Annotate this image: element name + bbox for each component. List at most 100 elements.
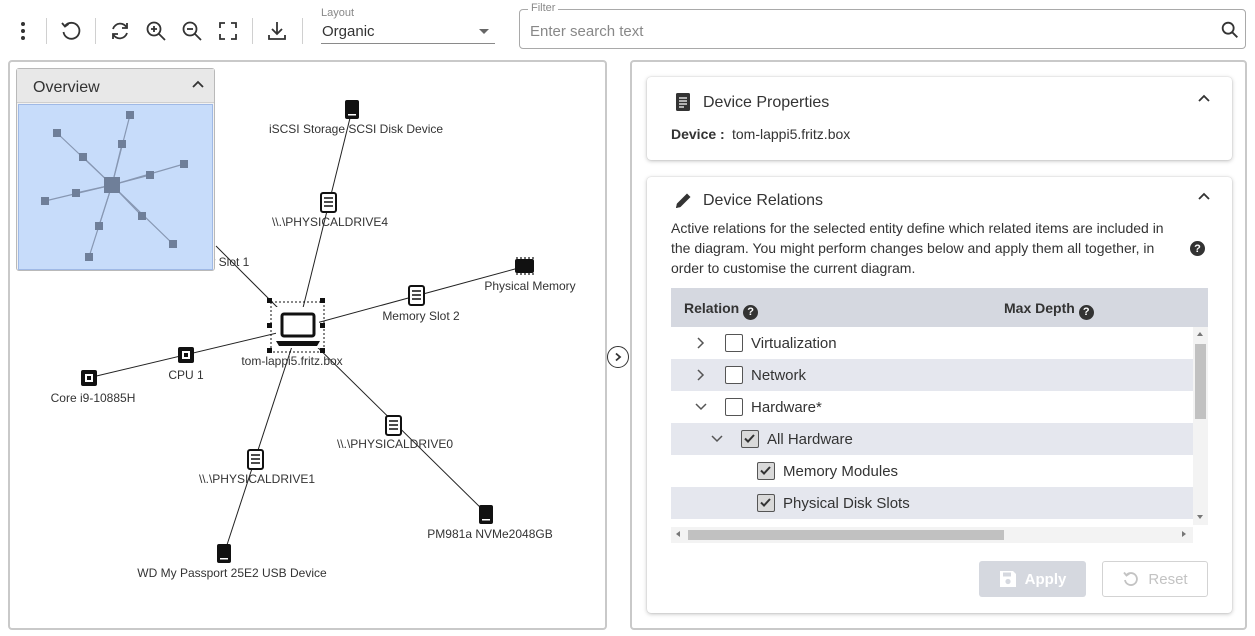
reset-icon xyxy=(1123,571,1139,586)
overview-header[interactable]: Overview xyxy=(17,69,214,103)
node-label-physicaldrive4: \\.\PHYSICALDRIVE4 xyxy=(272,215,388,229)
checkbox-hardware[interactable] xyxy=(725,398,743,416)
physical-memory-node[interactable]: Physical Memory xyxy=(484,257,576,293)
hard-disk-icon xyxy=(479,505,493,524)
reset-button-label: Reset xyxy=(1148,570,1188,588)
relations-tree: Virtualization Network Hardware* All Har… xyxy=(671,327,1193,525)
tree-row-network[interactable]: Network xyxy=(671,359,1193,391)
pencil-icon xyxy=(676,193,691,208)
search-icon[interactable] xyxy=(1219,19,1241,41)
fit-to-screen-icon[interactable] xyxy=(213,14,243,48)
chevron-up-icon[interactable] xyxy=(190,77,206,93)
column-relation-label: Relation xyxy=(684,300,740,316)
reset-button[interactable]: Reset xyxy=(1102,561,1208,597)
chevron-down-icon[interactable] xyxy=(694,400,708,414)
vertical-scrollbar[interactable] xyxy=(1193,327,1208,525)
filter-input[interactable] xyxy=(530,20,1210,42)
tree-row-label: All Hardware xyxy=(767,431,853,448)
chevron-right-icon[interactable] xyxy=(694,368,708,382)
tree-row-label: Hardware* xyxy=(751,399,822,416)
chevron-up-icon[interactable] xyxy=(1196,91,1212,107)
drive-node-physicaldrive1[interactable]: \\.\PHYSICALDRIVE1 xyxy=(199,449,315,486)
diagram-canvas[interactable]: iSCSI Storage SCSI Disk Device \\.\PHYSI… xyxy=(8,60,607,630)
node-label-physicaldrive1: \\.\PHYSICALDRIVE1 xyxy=(199,472,315,486)
node-label-core-i9: Core i9-10885H xyxy=(51,391,136,405)
save-icon xyxy=(999,571,1016,587)
node-label-cpu-1: CPU 1 xyxy=(168,368,204,382)
disk-node-iscsi[interactable]: iSCSI Storage SCSI Disk Device xyxy=(269,100,443,136)
toolbar-divider xyxy=(46,18,47,44)
node-label-iscsi: iSCSI Storage SCSI Disk Device xyxy=(269,122,443,136)
drive-node-physicaldrive4[interactable]: \\.\PHYSICALDRIVE4 xyxy=(272,192,388,229)
disk-node-wd-passport[interactable]: WD My Passport 25E2 USB Device xyxy=(137,544,327,580)
checkbox-all-hardware[interactable] xyxy=(741,430,759,448)
zoom-out-icon[interactable] xyxy=(177,14,207,48)
document-icon xyxy=(676,93,690,111)
checkbox-virtualization[interactable] xyxy=(725,334,743,352)
checkbox-physical-disk-slots[interactable] xyxy=(757,494,775,512)
hard-disk-icon xyxy=(217,544,231,563)
device-properties-card: Device Properties Device : tom-lappi5.fr… xyxy=(647,77,1232,160)
toolbar-divider xyxy=(252,18,253,44)
laptop-node[interactable]: tom-lappi5.fritz.box xyxy=(241,298,343,368)
horizontal-scroll-thumb[interactable] xyxy=(688,530,1004,540)
node-label-memory-slot-2: Memory Slot 2 xyxy=(382,309,460,323)
network-diagram[interactable]: iSCSI Storage SCSI Disk Device \\.\PHYSI… xyxy=(10,62,607,630)
vertical-scroll-thumb[interactable] xyxy=(1195,344,1206,419)
memory-chip-icon xyxy=(515,259,534,273)
scroll-down-arrow-icon[interactable] xyxy=(1197,515,1203,519)
tree-row-label: Virtualization xyxy=(751,335,837,352)
processor-node-core-i9[interactable]: Core i9-10885H xyxy=(51,370,136,405)
scroll-up-arrow-icon[interactable] xyxy=(1197,332,1203,336)
tree-row-hardware[interactable]: Hardware* xyxy=(671,391,1193,423)
overview-viewport[interactable] xyxy=(18,104,213,270)
overview-title: Overview xyxy=(33,79,100,96)
scroll-left-arrow-icon[interactable] xyxy=(676,531,680,537)
cpu-node-1[interactable]: CPU 1 xyxy=(168,347,204,382)
memory-slot-node-2[interactable]: Memory Slot 2 xyxy=(382,285,460,323)
download-icon[interactable] xyxy=(262,14,292,48)
scroll-right-arrow-icon[interactable] xyxy=(1182,531,1186,537)
tree-row-label: Memory Modules xyxy=(783,463,899,480)
apply-button[interactable]: Apply xyxy=(979,561,1086,597)
drive-node-physicaldrive0[interactable]: \\.\PHYSICALDRIVE0 xyxy=(337,415,453,451)
tree-row-all-hardware[interactable]: All Hardware xyxy=(671,423,1193,455)
toolbar-divider xyxy=(302,18,303,44)
checkmark-icon xyxy=(744,434,755,443)
properties-pane xyxy=(630,60,1247,630)
apply-button-label: Apply xyxy=(1024,570,1067,588)
tree-row-virtualization[interactable]: Virtualization xyxy=(671,327,1193,359)
help-icon[interactable]: ? xyxy=(1190,241,1205,256)
overview-minimap xyxy=(41,111,188,261)
chevron-up-icon[interactable] xyxy=(1196,189,1212,205)
horizontal-scrollbar[interactable] xyxy=(671,527,1193,543)
help-icon[interactable]: ? xyxy=(743,304,759,320)
node-label-wd-passport: WD My Passport 25E2 USB Device xyxy=(137,566,327,580)
chevron-right-icon xyxy=(615,352,622,362)
zoom-in-icon[interactable] xyxy=(141,14,171,48)
tree-row-label: Physical Disk Slots xyxy=(783,495,910,512)
layout-selected-value: Organic xyxy=(322,23,375,40)
tree-row-physical-disk-slots[interactable]: Physical Disk Slots xyxy=(671,487,1193,519)
disk-node-pm981a[interactable]: PM981a NVMe2048GB xyxy=(427,505,553,541)
node-label-physical-memory: Physical Memory xyxy=(484,279,575,293)
tree-row-memory-modules[interactable]: Memory Modules xyxy=(671,455,1193,487)
filter-field: Filter xyxy=(519,2,1246,49)
refresh-icon[interactable] xyxy=(105,14,135,48)
checkbox-memory-modules[interactable] xyxy=(757,462,775,480)
more-menu-icon[interactable] xyxy=(8,14,38,48)
checkbox-network[interactable] xyxy=(725,366,743,384)
chevron-right-icon[interactable] xyxy=(694,336,708,350)
checkmark-icon xyxy=(760,466,771,475)
column-max-depth: Max Depth ? xyxy=(1004,300,1094,320)
relations-description: Active relations for the selected entity… xyxy=(671,220,1164,276)
help-icon[interactable]: ? xyxy=(1078,304,1094,320)
toolbar-divider xyxy=(95,18,96,44)
collapse-sidebar-button[interactable] xyxy=(607,346,629,368)
checkmark-icon xyxy=(760,498,771,507)
tree-row-label: Network xyxy=(751,367,807,384)
undo-layout-icon[interactable] xyxy=(56,14,86,48)
device-relations-title: Device Relations xyxy=(703,192,824,209)
chevron-down-icon[interactable] xyxy=(710,432,724,446)
layout-select[interactable]: Organic xyxy=(321,20,495,44)
